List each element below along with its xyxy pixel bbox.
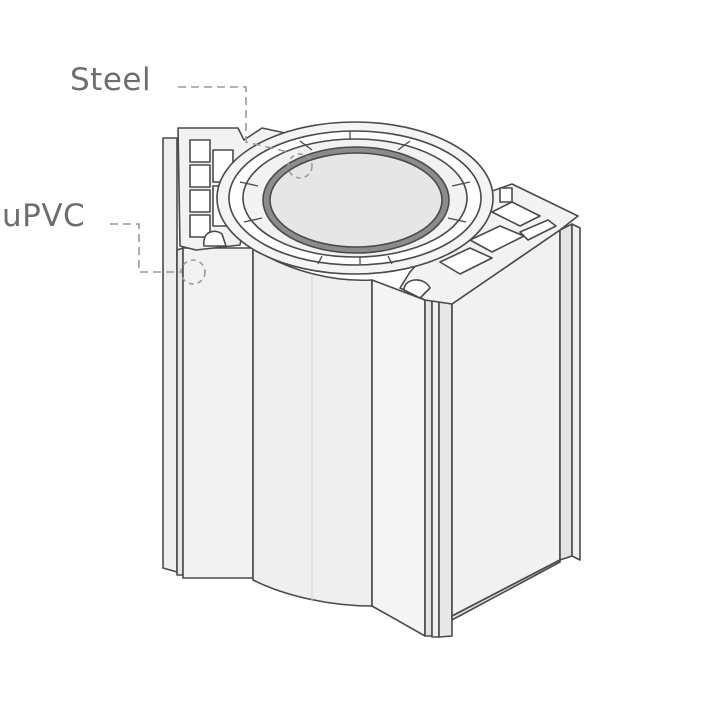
fin-strip-outer — [424, 297, 433, 637]
leader-lines — [110, 86, 313, 285]
left-face — [182, 247, 254, 579]
left-flange-inner-strip — [176, 247, 184, 576]
top-section — [177, 121, 579, 305]
upvc-marker-icon — [180, 259, 206, 285]
upvc-leader-line — [110, 223, 180, 273]
ring-spokes — [239, 131, 471, 265]
right-face-lower — [451, 559, 561, 621]
left-chamber-3 — [189, 189, 211, 213]
right-hook — [403, 279, 431, 299]
right-chamber-4 — [519, 219, 557, 241]
left-chamber-1 — [189, 139, 211, 163]
right-clip — [499, 187, 513, 203]
right-flange-strip — [559, 223, 573, 561]
left-flange-strip — [162, 137, 178, 573]
profile-body — [162, 137, 581, 638]
right-flange-edge — [571, 223, 581, 561]
fin-strip-inner — [438, 299, 453, 638]
front-right-face — [371, 279, 426, 637]
left-chamber-2 — [189, 164, 211, 188]
steel-reinforcement-core — [269, 152, 443, 248]
steel-marker-icon — [287, 153, 313, 179]
right-chamber-3 — [439, 247, 493, 275]
steel-leader-line — [178, 86, 289, 153]
left-hook — [203, 230, 227, 247]
steel-label: Steel — [70, 62, 152, 98]
upvc-label: uPVC — [2, 198, 86, 234]
right-chamber-1 — [491, 201, 541, 227]
fin-strip-middle — [431, 297, 440, 638]
left-chamber-4 — [189, 214, 211, 238]
